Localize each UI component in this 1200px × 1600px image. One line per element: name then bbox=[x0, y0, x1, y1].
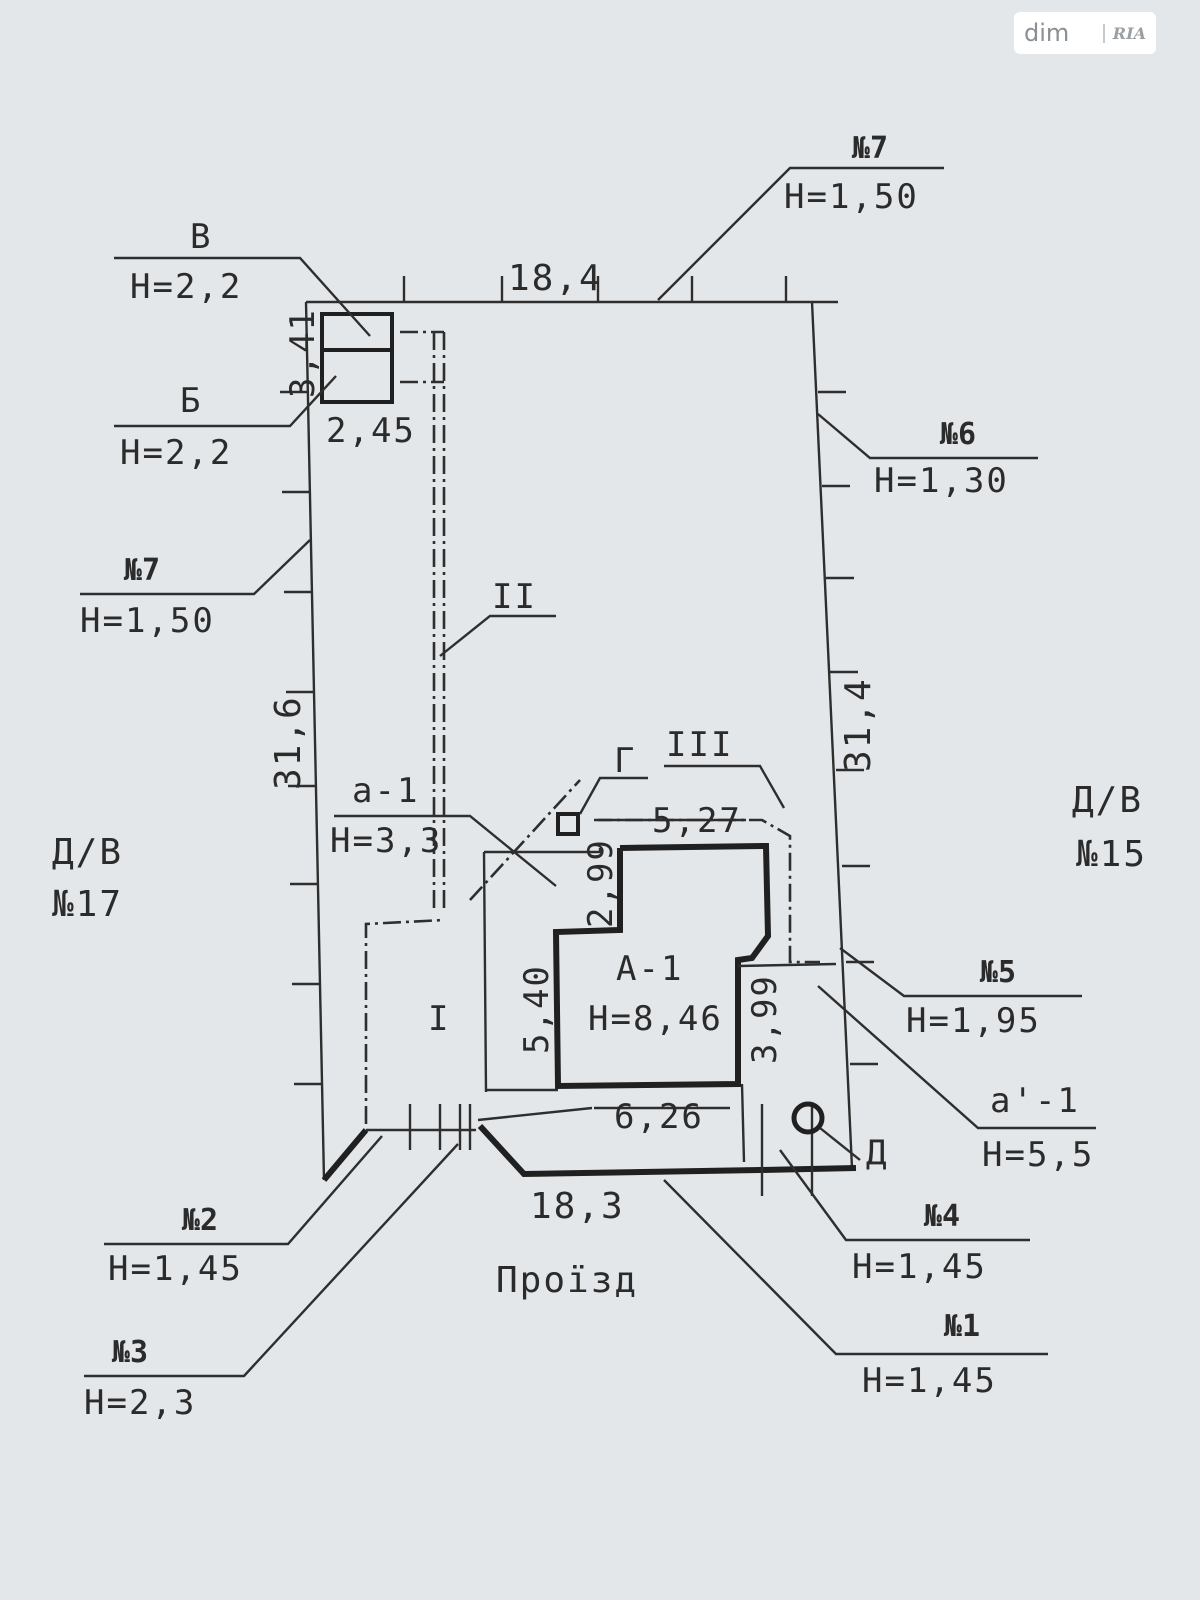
fence-no4-number: №4 bbox=[924, 1199, 960, 1234]
fence-no6-height: H=1,30 bbox=[874, 461, 1009, 501]
building-a-prime1-outline bbox=[737, 962, 837, 1163]
fence-no5-number: №5 bbox=[980, 955, 1016, 990]
watermark-dim: dim bbox=[1024, 19, 1070, 47]
building-A1-depth-ledge: 2,99 bbox=[581, 838, 621, 928]
building-A1-letter: А-1 bbox=[616, 949, 683, 989]
fence-no4-height: H=1,45 bbox=[852, 1247, 987, 1287]
leader-lines bbox=[80, 166, 1096, 1378]
fence-no1-height: H=1,45 bbox=[862, 1361, 997, 1401]
building-A1-width-bottom: 6,26 bbox=[614, 1097, 704, 1137]
building-v-height: H=2,2 bbox=[130, 267, 242, 307]
top-length-label: 18,4 bbox=[508, 258, 603, 299]
building-A1-height: H=8,46 bbox=[588, 999, 723, 1039]
zone-I: I bbox=[428, 999, 450, 1039]
building-A1-depth-left: 5,40 bbox=[517, 964, 557, 1054]
fence-no2-number: №2 bbox=[182, 1203, 218, 1238]
zone-II: II bbox=[492, 577, 537, 617]
building-v-letter: В bbox=[190, 217, 212, 257]
left-length-label: 31,6 bbox=[268, 695, 309, 790]
fence-no5-height: H=1,95 bbox=[906, 1001, 1041, 1041]
building-g-letter: Г bbox=[614, 741, 636, 781]
neighbor-left-line2: №17 bbox=[51, 884, 123, 925]
right-length-label: 31,4 bbox=[838, 677, 879, 772]
fence-no2-height: H=1,45 bbox=[108, 1249, 243, 1289]
plot-boundary bbox=[280, 276, 878, 1196]
building-A1-outline bbox=[552, 842, 772, 1090]
zone-III: III bbox=[666, 725, 733, 765]
fence-no7-top-number: №7 bbox=[852, 131, 888, 166]
building-b-depth: 3,41 bbox=[283, 308, 323, 398]
neighbor-right-line2: №15 bbox=[1075, 834, 1147, 875]
structure-d-circle bbox=[791, 1101, 825, 1135]
watermark-ria: RIA bbox=[1102, 23, 1146, 43]
structure-d-letter: Д bbox=[866, 1133, 888, 1173]
fence-no7-left-number: №7 bbox=[124, 553, 160, 588]
building-b bbox=[320, 348, 394, 404]
building-a-prime1-height: H=5,5 bbox=[982, 1135, 1094, 1175]
bottom-length-label: 18,3 bbox=[530, 1186, 625, 1227]
building-a1-outline bbox=[482, 848, 602, 1093]
neighbor-right-line1: Д/В bbox=[1072, 780, 1143, 821]
fence-no3-number: №3 bbox=[112, 1335, 148, 1370]
building-b-width: 2,45 bbox=[326, 411, 416, 451]
building-a1-letter: а-1 bbox=[352, 771, 419, 811]
neighbor-left-line1: Д/В bbox=[52, 832, 123, 873]
building-v bbox=[320, 312, 394, 352]
fence-no7-left-height: H=1,50 bbox=[80, 601, 215, 641]
fence-no6-number: №6 bbox=[940, 417, 976, 452]
building-b-height: H=2,2 bbox=[120, 433, 232, 473]
fence-no3-height: H=2,3 bbox=[84, 1383, 196, 1423]
building-a-prime1-depth: 3,99 bbox=[745, 974, 785, 1064]
dashed-lines bbox=[364, 330, 820, 1124]
building-a1-height: H=3,3 bbox=[330, 821, 442, 861]
street-label: Проїзд bbox=[496, 1260, 638, 1301]
building-a-prime1-letter: а'-1 bbox=[990, 1081, 1080, 1121]
building-b-letter: Б bbox=[180, 381, 202, 421]
fence-no7-top-height: H=1,50 bbox=[784, 177, 919, 217]
dimria-watermark: dim RIA bbox=[1014, 12, 1156, 54]
fence-no1-number: №1 bbox=[944, 1309, 980, 1344]
building-A1-width-top: 5,27 bbox=[652, 801, 742, 841]
building-g-square bbox=[556, 812, 580, 836]
